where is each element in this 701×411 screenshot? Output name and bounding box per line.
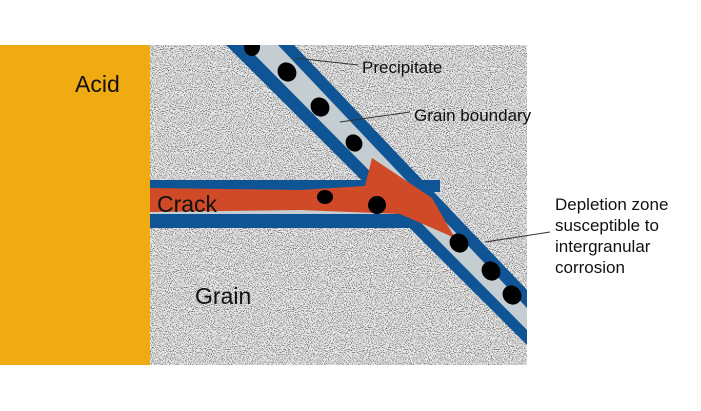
precipitate-particle (277, 62, 297, 82)
precipitate-particle (449, 233, 469, 253)
acid-region (0, 45, 150, 365)
leader-lines (294, 57, 551, 243)
precipitate-particle (502, 285, 522, 305)
depletion-zone-label-line: Depletion zone (555, 195, 668, 214)
precipitate-particle (368, 196, 386, 214)
grain-boundary-leader-line (339, 111, 411, 123)
depletion-zone-label-line: corrosion (555, 258, 625, 277)
boundaries-group (150, 45, 527, 345)
acid-label: Acid (75, 71, 120, 97)
depletion-zone-label-line: intergranular (555, 237, 651, 256)
precipitates (244, 45, 522, 305)
depletion-zone-leader-line (484, 231, 551, 243)
depletion-zone-label-line: susceptible to (555, 216, 659, 235)
depletion-zone-label: Depletion zone susceptible to intergranu… (555, 195, 668, 277)
precipitate-particle (345, 134, 363, 152)
grain-label: Grain (195, 283, 251, 309)
precipitate-particle (481, 261, 501, 281)
crack-shape (150, 158, 455, 238)
crack-label: Crack (157, 191, 218, 217)
precipitate-particle (317, 190, 333, 204)
precipitate-particle (310, 97, 330, 117)
precipitate-particle (244, 45, 260, 56)
grain-boundary-label: Grain boundary (414, 106, 532, 125)
precipitate-label: Precipitate (362, 58, 442, 77)
precipitate-leader-line (294, 57, 359, 66)
